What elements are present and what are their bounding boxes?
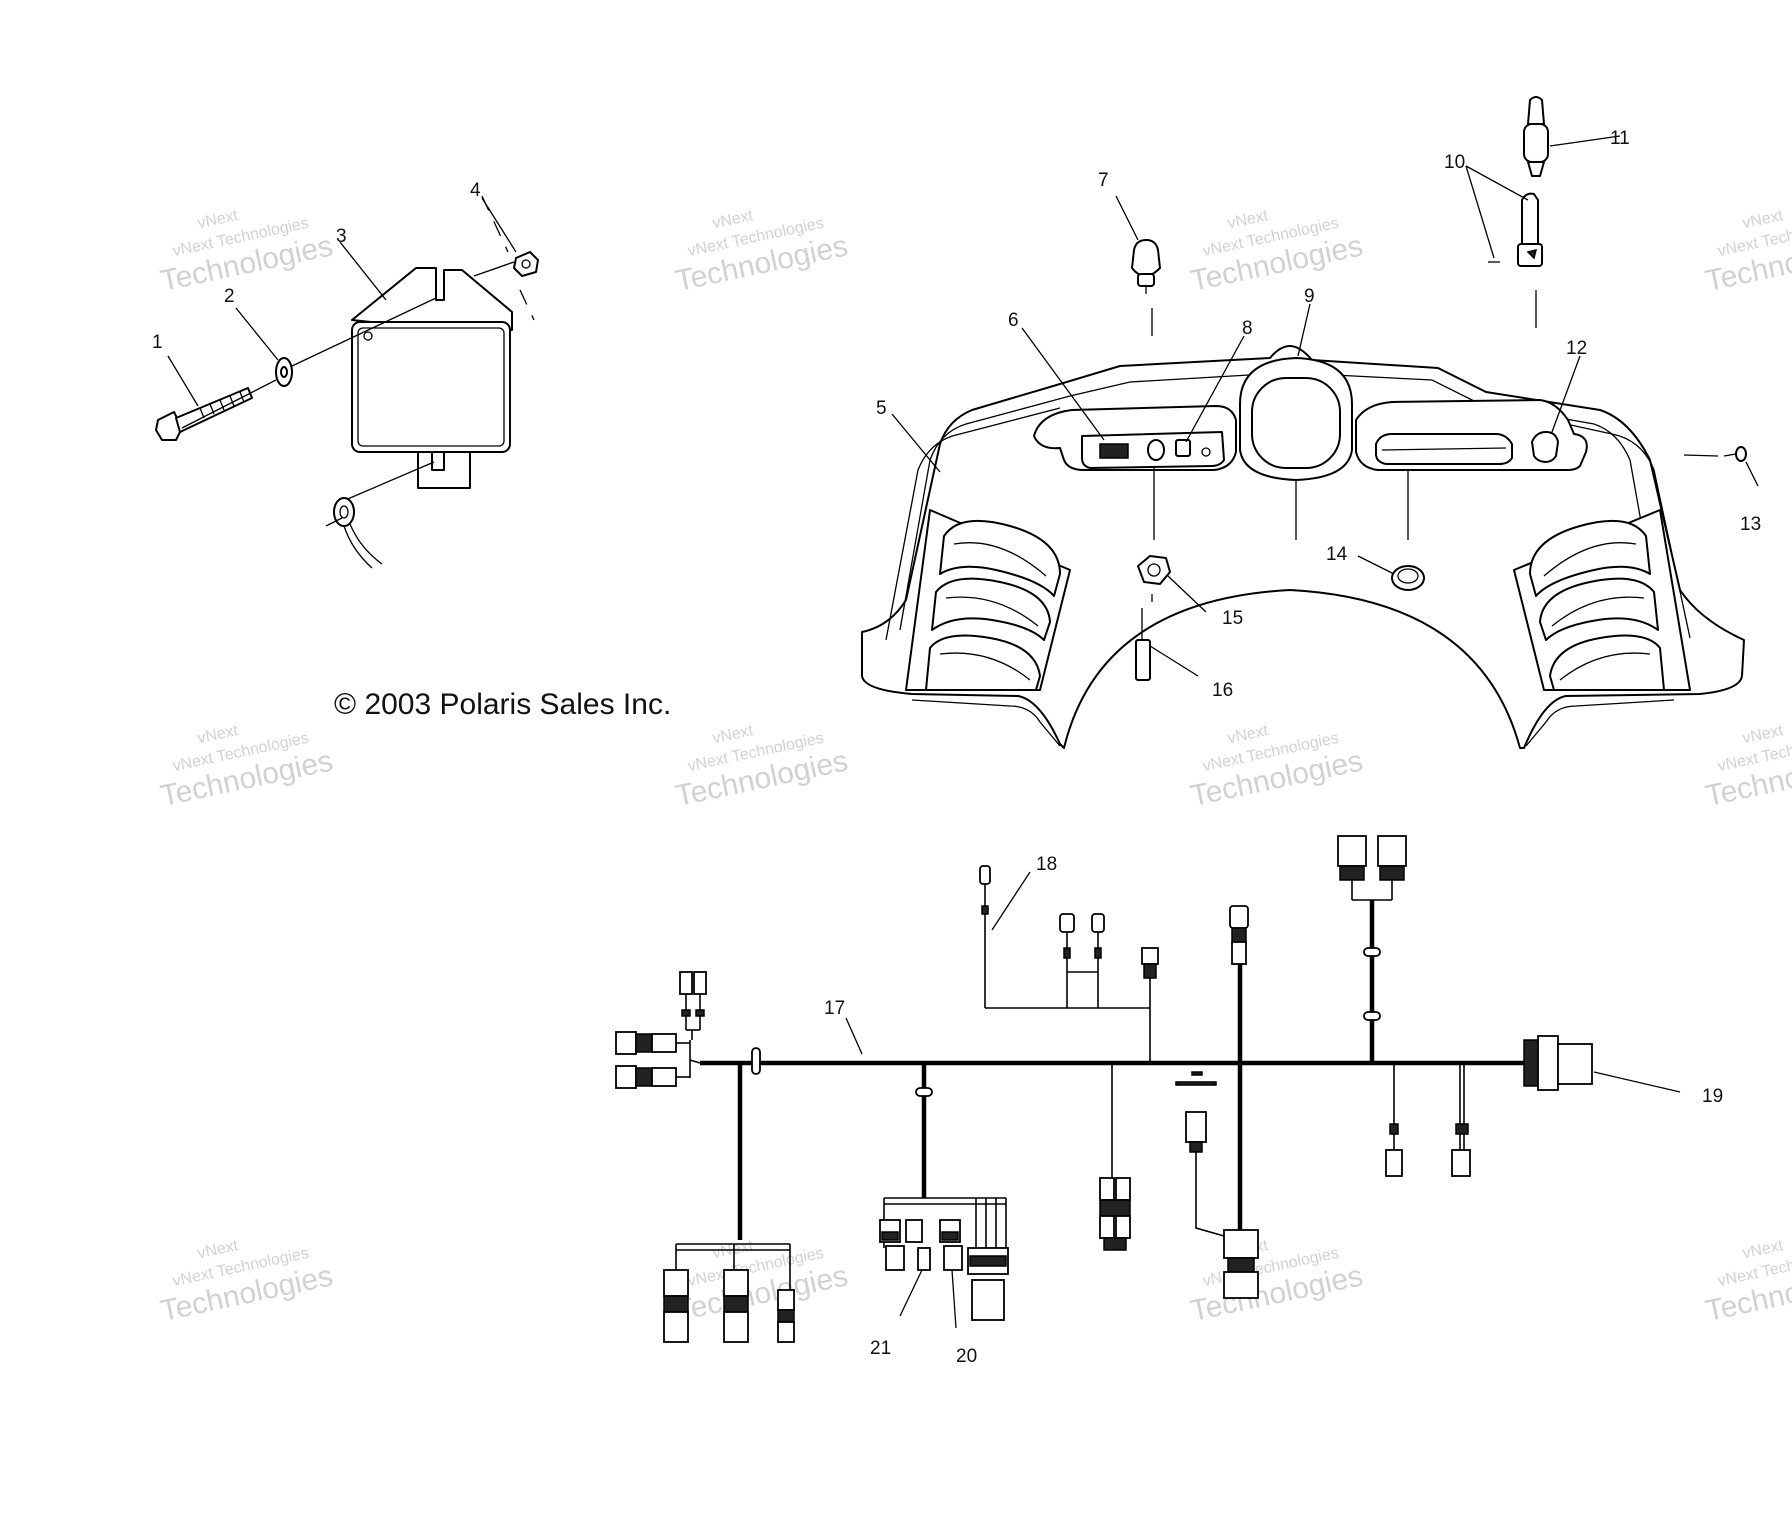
branch-tall <box>1185 905 1259 1299</box>
bolt <box>155 387 253 441</box>
watermark-4: vNext vNext Technologies Technologies <box>1703 207 1792 298</box>
watermark-top: vNext <box>1741 722 1785 747</box>
panel-pin <box>1135 594 1153 681</box>
pigtails-right <box>1385 1063 1471 1177</box>
callout-3: 3 <box>336 226 347 247</box>
knob <box>1131 239 1161 336</box>
watermark-6: vNext vNext Technologies Technologies <box>673 722 851 813</box>
callout-12: 12 <box>1566 338 1587 359</box>
screw <box>1683 446 1747 462</box>
branch-mid <box>1099 1063 1131 1251</box>
diagnostic-tag <box>1175 1071 1217 1086</box>
watermark-top: vNext <box>1226 722 1270 747</box>
watermark-11: vNext vNext Technologies Technologies <box>1188 1237 1366 1328</box>
watermark-12: vNext vNext Technologies Technologies <box>1703 1237 1792 1328</box>
right-switch <box>1531 431 1559 463</box>
watermark-top: vNext <box>196 207 240 232</box>
hour-meter <box>1099 443 1129 459</box>
module-assembly <box>155 195 539 569</box>
branch-sensor-18 <box>979 865 1159 1063</box>
callout-5: 5 <box>876 398 887 419</box>
callout-leaders <box>167 135 1759 677</box>
dash-hardware <box>1131 96 1747 681</box>
watermark-7: vNext vNext Technologies Technologies <box>1188 722 1366 813</box>
watermark-top: vNext <box>711 722 755 747</box>
callout-18: 18 <box>1036 854 1057 875</box>
cdi-module-box <box>335 267 513 505</box>
copyright-text: © 2003 Polaris Sales Inc. <box>334 688 671 721</box>
ground-terminal <box>325 497 383 569</box>
watermark-top: vNext <box>196 1237 240 1262</box>
callout-16: 16 <box>1212 680 1233 701</box>
indicator-lamp <box>1147 439 1165 461</box>
callout-20: 20 <box>956 1346 977 1367</box>
watermark-top: vNext <box>711 207 755 232</box>
branch-upper-right <box>1337 835 1407 1063</box>
callout-1: 1 <box>152 332 163 353</box>
grommet <box>1391 470 1425 591</box>
bulb-socket <box>1488 96 1549 328</box>
watermark-5: vNext vNext Technologies Technologies <box>158 722 336 813</box>
panel-nut <box>1137 468 1171 585</box>
callout-14: 14 <box>1326 544 1348 565</box>
dash-panel <box>861 345 1745 749</box>
branch-lower-left <box>663 1063 795 1343</box>
callout-labels: 1 2 3 4 5 6 7 8 9 10 11 12 13 14 15 16 1… <box>152 128 1761 1367</box>
nut <box>513 251 539 277</box>
callout-10: 10 <box>1444 152 1465 173</box>
main-connector-19 <box>1523 1035 1681 1093</box>
callout-11: 11 <box>1610 128 1630 149</box>
leader-18 <box>991 871 1031 931</box>
callout-7: 7 <box>1098 170 1109 191</box>
watermark-2: vNext vNext Technologies Technologies <box>673 207 851 298</box>
left-end-connectors <box>615 971 761 1089</box>
watermark-top: vNext <box>1741 207 1785 232</box>
toggle-switch <box>1175 439 1191 457</box>
watermark-10: vNext vNext Technologies Technologies <box>673 1237 851 1328</box>
watermark-8: vNext vNext Technologies Technologies <box>1703 722 1792 813</box>
leader-17 <box>845 1017 863 1055</box>
center-gauge-lens <box>1251 377 1341 469</box>
right-vent <box>1513 509 1691 691</box>
watermark-top: vNext <box>1741 1237 1785 1262</box>
callout-8: 8 <box>1242 318 1253 339</box>
watermark-9: vNext vNext Technologies Technologies <box>158 1237 336 1328</box>
watermark-1: vNext vNext Technologies Technologies <box>158 207 336 298</box>
callout-2: 2 <box>224 286 235 307</box>
wiring-harness <box>615 835 1681 1343</box>
watermark-top: vNext <box>196 722 240 747</box>
callout-15: 15 <box>1222 608 1243 629</box>
callout-4: 4 <box>470 180 481 201</box>
callout-13: 13 <box>1740 514 1761 535</box>
branch-20-21 <box>879 1063 1009 1329</box>
watermark-3: vNext vNext Technologies Technologies <box>1188 207 1366 298</box>
connector-20 <box>943 1245 963 1271</box>
callout-19: 19 <box>1702 1086 1723 1107</box>
connector-21 <box>885 1245 905 1271</box>
callout-21: 21 <box>870 1338 891 1359</box>
callout-6: 6 <box>1008 310 1019 331</box>
watermark-top: vNext <box>1226 207 1270 232</box>
callout-17: 17 <box>824 998 845 1019</box>
left-vent <box>905 509 1071 691</box>
callout-9: 9 <box>1304 286 1315 307</box>
washer <box>275 357 293 387</box>
